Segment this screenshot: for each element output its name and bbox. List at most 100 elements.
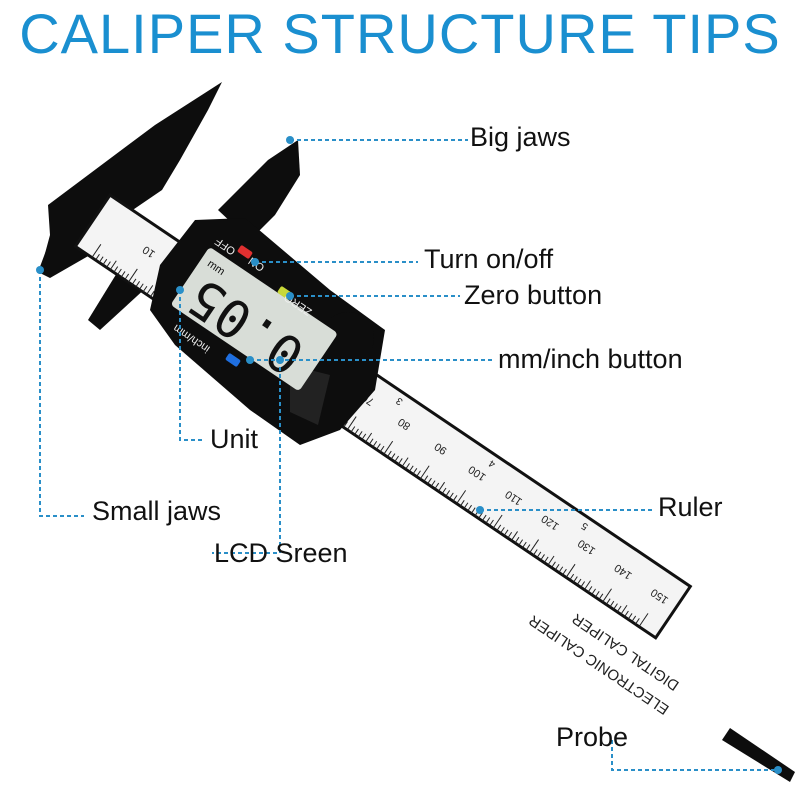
leader-probe: [611, 740, 778, 771]
ruler-tick: [427, 477, 432, 485]
ruler-tick: [573, 576, 578, 583]
ruler-tick: [135, 281, 141, 288]
ruler-tick: [540, 554, 545, 561]
ruler-tick: [149, 290, 155, 298]
ruler-tick: [631, 615, 637, 623]
ruler-tick: [532, 549, 538, 556]
ruler-tick: [627, 613, 633, 620]
ruler-tick: [419, 465, 430, 480]
ruler-tick: [383, 440, 394, 455]
ruler-tick: [529, 539, 540, 554]
ruler-tick: [583, 580, 591, 591]
ruler-tick: [459, 500, 465, 507]
ruler-tick: [591, 588, 596, 595]
ruler-tick: [102, 258, 108, 266]
ruler-tick: [467, 504, 472, 512]
label-lcd-screen: LCD Sreen: [214, 538, 348, 568]
ruler-tick: [507, 531, 513, 539]
ruler-tick: [616, 605, 622, 613]
ruler-tick: [620, 604, 628, 615]
ruler-tick: [372, 440, 378, 448]
ruler-tick: [434, 482, 440, 490]
ruler-tick: [562, 568, 567, 576]
label-big-jaws: Big jaws: [470, 122, 571, 152]
ruler-tick: [485, 517, 491, 524]
ruler-tick: [613, 603, 618, 610]
ruler-tick: [368, 438, 374, 445]
ruler-tick: [124, 273, 130, 281]
ruler-tick: [430, 480, 436, 487]
ruler-tick: [489, 519, 494, 527]
ruler-tick: [91, 244, 102, 258]
ruler-tick: [397, 458, 403, 465]
ruler-tick: [146, 285, 154, 295]
ruler-tick: [441, 487, 447, 495]
ruler-tick: [445, 490, 451, 497]
ruler-tick: [624, 610, 629, 618]
ruler-tick: [95, 253, 100, 261]
ruler-tick: [438, 481, 446, 492]
ruler-tick: [605, 598, 611, 605]
leader-lcd: [212, 360, 281, 554]
ruler-tick: [547, 555, 555, 566]
ruler-tick: [518, 539, 524, 546]
mm-inch-button[interactable]: [225, 353, 241, 367]
label-zero-button: Zero button: [464, 280, 603, 310]
ruler-tick: [98, 256, 104, 263]
ruler-tick: [514, 536, 520, 544]
ruler-tick: [565, 563, 576, 578]
label-probe: Probe: [556, 722, 629, 752]
ruler-tick: [478, 512, 483, 519]
label-unit: Unit: [210, 424, 259, 454]
label-small-jaws: Small jaws: [92, 496, 222, 526]
ruler-tick: [452, 495, 458, 502]
ruler-tick: [131, 278, 137, 285]
probe-rod: [722, 728, 795, 782]
power-button[interactable]: [237, 245, 253, 259]
ruler-tick: [350, 426, 356, 433]
ruler-tick: [138, 283, 144, 290]
ruler-tick: [481, 514, 487, 522]
ruler-tick: [365, 432, 373, 443]
ruler-tick: [463, 502, 469, 509]
ruler-tick: [106, 261, 111, 268]
ruler-tick: [109, 260, 117, 271]
ruler-tick: [594, 591, 600, 598]
ruler-tick: [558, 566, 564, 573]
leader-small-jaws: [39, 270, 84, 517]
label-mm-inch-button: mm/inch button: [498, 344, 683, 374]
ruler-tick: [376, 443, 381, 450]
ruler-tick: [587, 586, 593, 593]
ruler-tick: [354, 428, 359, 436]
big-jaw-fixed: [38, 82, 222, 278]
ruler-tick: [408, 465, 414, 472]
ruler-tick: [343, 421, 348, 428]
ruler-tick: [525, 544, 531, 551]
inch-number: 4: [487, 457, 498, 469]
leader-unit: [179, 290, 205, 441]
ruler-tick: [521, 541, 527, 549]
inch-number: 5: [579, 519, 590, 531]
ruler-tick: [554, 563, 560, 571]
ruler-tick: [142, 285, 148, 293]
ruler-tick: [598, 593, 604, 600]
ruler-tick: [357, 431, 363, 438]
label-turn-on-off: Turn on/off: [424, 244, 554, 274]
ruler-tick: [496, 524, 502, 531]
ruler-tick: [609, 600, 615, 608]
ruler-tick: [401, 457, 409, 468]
label-ruler: Ruler: [658, 492, 723, 522]
ruler-tick: [470, 507, 476, 514]
page-title: CALIPER STRUCTURE TIPS: [19, 2, 781, 65]
ruler-tick: [569, 573, 575, 581]
ruler-tick: [456, 490, 467, 504]
ruler-tick: [510, 531, 518, 541]
ruler-tick: [635, 618, 640, 625]
ruler-tick: [412, 468, 418, 475]
ruler-tick: [127, 268, 138, 283]
ruler-tick: [113, 266, 119, 273]
ruler-tick: [602, 588, 612, 603]
ruler-tick: [416, 470, 421, 477]
ruler-tick: [492, 514, 503, 529]
